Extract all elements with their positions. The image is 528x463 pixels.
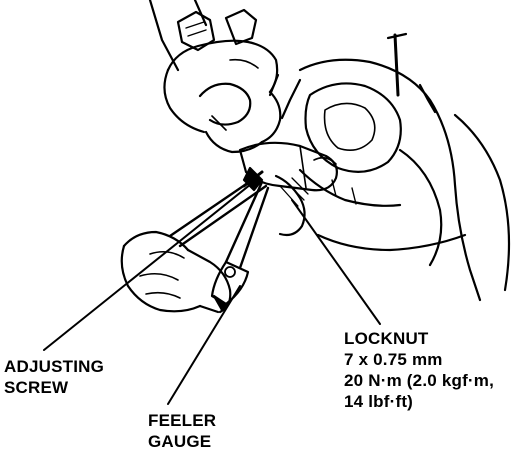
spark-plug-boots [176, 8, 258, 52]
locknut-label-torque: 20 N·m (2.0 kgf·m, [344, 371, 495, 390]
feeler-gauge-label-line-1: FEELER [148, 411, 217, 430]
locknut-label-title: LOCKNUT [344, 329, 429, 348]
feeler-gauge-label: FEELER GAUGE [148, 410, 216, 452]
leader-lines [43, 179, 381, 405]
adjusting-screw-label-line-1: ADJUSTING [4, 357, 105, 376]
locknut-label: LOCKNUT 7 x 0.75 mm 20 N·m (2.0 kgf·m, 1… [344, 328, 494, 412]
feeler-gauge-label-line-2: GAUGE [148, 432, 212, 451]
adjusting-screw-label-line-2: SCREW [4, 378, 69, 397]
locknut-leader [291, 199, 381, 325]
adjusting-screw-leader [43, 179, 257, 351]
feeler-gauge [210, 180, 270, 312]
locknut-wrench [238, 141, 338, 237]
adjusting-screw-label: ADJUSTING SCREW [4, 356, 104, 398]
feeler-gauge-leader [167, 285, 241, 405]
upper-hand [163, 39, 282, 154]
locknut-label-size: 7 x 0.75 mm [344, 350, 443, 369]
locknut-label-torque-imperial: 14 lbf·ft) [344, 392, 414, 411]
screwdriver [168, 170, 268, 248]
